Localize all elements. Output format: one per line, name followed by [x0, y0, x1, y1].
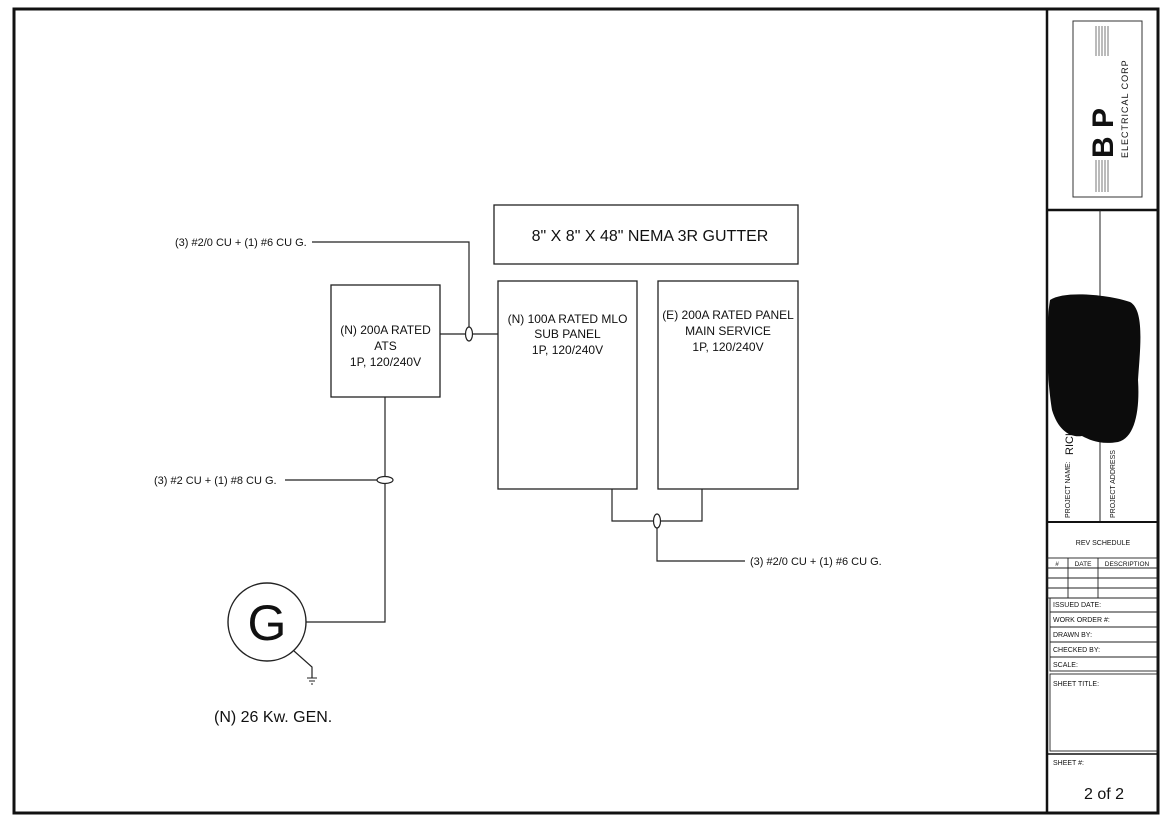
main-panel-box: (E) 200A RATED PANEL MAIN SERVICE 1P, 12… — [657, 280, 799, 490]
main-panel-line2: MAIN SERVICE — [685, 324, 771, 338]
logo-subtitle: ELECTRICAL CORP — [1120, 59, 1130, 158]
title-fields-grid — [1049, 597, 1158, 672]
rev-schedule-table — [1046, 557, 1158, 599]
ground-icon — [307, 677, 317, 685]
ats-line3: 1P, 120/240V — [350, 355, 421, 369]
gutter-label: 8" X 8" X 48" NEMA 3R GUTTER — [532, 228, 769, 245]
ats-line2: ATS — [374, 339, 396, 353]
feeder-top-label: (3) #2/0 CU + (1) #6 CU G. — [175, 237, 307, 249]
field-drawn-by: DRAWN BY: — [1053, 632, 1092, 639]
sheet-title-label: SHEET TITLE: — [1053, 681, 1099, 688]
ats-to-generator-wire — [305, 397, 386, 623]
feeder-main-label: (3) #2/0 CU + (1) #6 CU G. — [750, 556, 882, 568]
redaction-mark — [1047, 294, 1141, 443]
sheet-title-box — [1049, 673, 1158, 752]
rev-header-date: DATE — [1075, 561, 1093, 568]
logo-brand: B P — [1087, 108, 1120, 158]
feeder-gen-label: (3) #2 CU + (1) #8 CU G. — [154, 475, 277, 487]
sub-panel-line3: 1P, 120/240V — [532, 343, 603, 357]
generator-letter: G — [248, 595, 287, 651]
ats-box: (N) 200A RATED ATS 1P, 120/240V — [330, 284, 441, 398]
field-issued-date: ISSUED DATE: — [1053, 602, 1101, 609]
one-line-diagram: 8" X 8" X 48" NEMA 3R GUTTER (N) 200A RA… — [154, 204, 882, 726]
company-logo: B P ELECTRICAL CORP — [1072, 20, 1143, 198]
sheet-number-label: SHEET #: — [1053, 760, 1084, 767]
project-address-label: PROJECT ADDRESS — [1110, 450, 1117, 518]
field-checked-by: CHECKED BY: — [1053, 647, 1100, 654]
sub-panel-line1: (N) 100A RATED MLO — [508, 312, 628, 326]
main-panel-line1: (E) 200A RATED PANEL — [662, 308, 794, 322]
field-scale: SCALE: — [1053, 662, 1078, 669]
conductor-marker-gen — [376, 475, 394, 485]
generator-symbol: G — [227, 582, 317, 685]
sub-panel-box: (N) 100A RATED MLO SUB PANEL 1P, 120/240… — [497, 280, 638, 490]
rev-header-number: # — [1055, 561, 1059, 568]
feeder-main-leader — [656, 528, 745, 562]
sheet-border — [12, 7, 1160, 815]
conductor-marker-main — [652, 513, 662, 529]
generator-label: (N) 26 Kw. GEN. — [214, 709, 332, 726]
title-block: B P ELECTRICAL CORP PROJECT NAME: RICHAR… — [1046, 20, 1158, 803]
field-work-order: WORK ORDER #: — [1053, 617, 1110, 624]
sheet-number-value: 2 of 2 — [1084, 786, 1124, 803]
gutter-box: 8" X 8" X 48" NEMA 3R GUTTER — [493, 204, 799, 265]
logo-stripes — [1095, 26, 1109, 192]
ats-line1: (N) 200A RATED — [340, 323, 431, 337]
project-name-label: PROJECT NAME: — [1065, 461, 1072, 518]
sub-panel-line2: SUB PANEL — [534, 327, 601, 341]
generator-ground-leader — [293, 650, 313, 678]
rev-header-description: DESCRIPTION — [1105, 561, 1150, 568]
feeder-top-leader — [312, 241, 470, 330]
rev-schedule-title: REV SCHEDULE — [1076, 540, 1131, 547]
conductor-marker-top — [464, 326, 474, 342]
main-panel-line3: 1P, 120/240V — [692, 340, 763, 354]
